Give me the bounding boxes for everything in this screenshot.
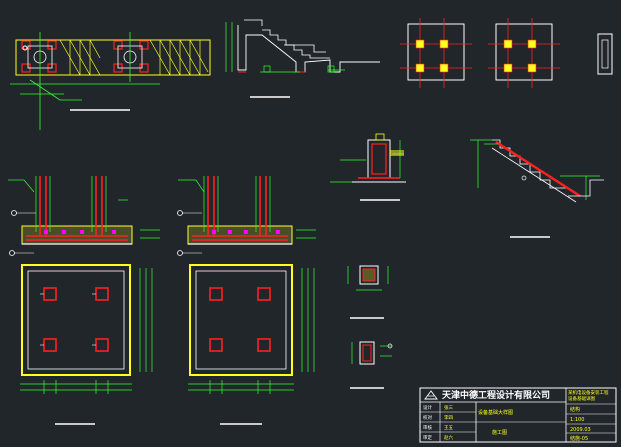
top-stair-section [225, 19, 380, 98]
title-row-label: 设计 [423, 404, 432, 411]
foundation-plan-1 [20, 264, 153, 425]
stage-label: 施工图 [492, 429, 507, 436]
signature-name: 张三 [444, 404, 453, 411]
title-block: 天津中德工程设计有限公司 某机电设备安装工程 设备基础详图 设备基础大样图 施工… [419, 387, 617, 443]
foundation-elevation-1 [8, 176, 160, 256]
signature-name: 赵六 [444, 434, 453, 441]
pier-section [330, 133, 406, 201]
project-name: 某机电设备安装工程 [568, 389, 609, 396]
company-logo [424, 390, 438, 400]
title-row-label: 审核 [423, 424, 432, 431]
foundation-elevation-2 [177, 176, 316, 256]
date-value: 2009.03 [570, 427, 591, 433]
scale-value: 1:100 [570, 417, 584, 423]
sheet-label: 结构 [570, 406, 580, 413]
title-row-label: 审定 [423, 434, 432, 441]
company-name: 天津中德工程设计有限公司 [442, 389, 550, 401]
signature-name: 王五 [444, 425, 453, 431]
signature-name: 李四 [444, 414, 453, 421]
foundation-plan-2 [188, 264, 315, 425]
top-left-plan [10, 32, 211, 130]
stair-detail [470, 139, 604, 238]
drawing-title: 设备基础详图 [568, 395, 595, 402]
sheet-number: 结施-05 [570, 435, 588, 442]
top-right-plans [400, 18, 613, 88]
title-row-label: 校对 [423, 414, 432, 421]
sheet-title: 设备基础大样图 [478, 409, 513, 416]
column-section-2 [350, 341, 393, 389]
column-section-1 [347, 265, 389, 319]
